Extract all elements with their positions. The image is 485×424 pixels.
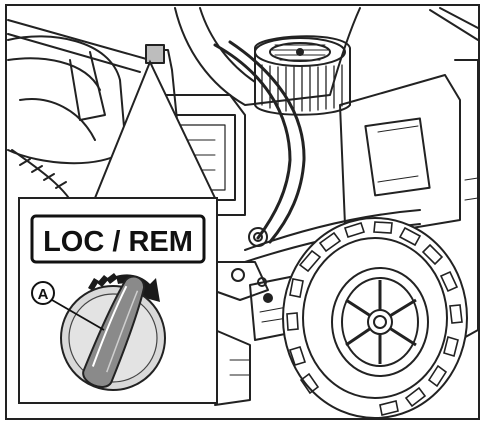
selector-knob-icon <box>60 275 166 391</box>
callout-pointer <box>94 59 216 199</box>
machine-background <box>7 7 479 406</box>
callout-a-marker: A <box>31 281 105 331</box>
switch-label: LOC / REM <box>43 226 193 258</box>
inset-callout: LOC / REM A <box>18 197 218 404</box>
callout-a-letter: A <box>38 286 49 303</box>
callout-a-leader <box>51 299 105 331</box>
wheel-illustration <box>282 217 468 419</box>
switch-label-box <box>30 214 206 264</box>
